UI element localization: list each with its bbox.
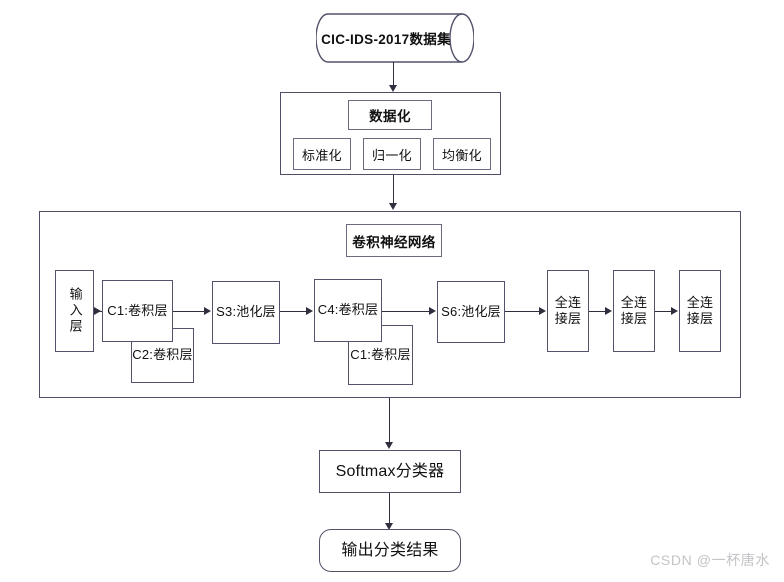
cnn-layer-c4-conv[interactable]: C4:卷积层 <box>314 279 382 342</box>
cnn-layer-c1-conv[interactable]: C1:卷积层 <box>102 280 173 342</box>
cnn-fc-layer-1-label: 全连 接层 <box>554 294 582 326</box>
connector-cnn-to-softmax <box>389 398 391 443</box>
connector-preprocess-to-cnn <box>393 175 395 204</box>
connector-fc1-to-fc2 <box>589 311 606 313</box>
cnn-fc-layer-3[interactable]: 全连 接层 <box>679 270 721 352</box>
cnn-fc-layer-1[interactable]: 全连 接层 <box>547 270 589 352</box>
connector-fc2-to-fc3 <box>655 311 672 313</box>
cnn-input-layer-label: 输入层 <box>67 287 83 335</box>
connector-s6-to-fc1 <box>505 311 540 313</box>
cnn-fc-layer-2[interactable]: 全连 接层 <box>613 270 655 352</box>
preprocess-step-normalize[interactable]: 归一化 <box>363 138 421 170</box>
dataset-cylinder[interactable]: CIC-IDS-2017数据集 <box>316 13 474 63</box>
csdn-watermark: CSDN @一杯唐水 <box>650 552 770 568</box>
output-result[interactable]: 输出分类结果 <box>319 529 461 572</box>
preprocess-step-standardize[interactable]: 标准化 <box>293 138 351 170</box>
cnn-fc-layer-3-label: 全连 接层 <box>686 294 714 326</box>
arrowhead-softmax-to-output <box>385 523 393 530</box>
connector-s3-to-c4 <box>280 311 307 313</box>
arrowhead-fc2-to-fc3 <box>671 307 678 315</box>
arrowhead-c1-to-s3 <box>204 307 211 315</box>
connector-input-to-c1 <box>94 311 103 313</box>
cnn-title: 卷积神经网络 <box>346 224 442 257</box>
arrowhead-s6-to-fc1 <box>539 307 546 315</box>
connector-c4-to-s6 <box>382 311 430 313</box>
arrowhead-fc1-to-fc2 <box>605 307 612 315</box>
softmax-classifier[interactable]: Softmax分类器 <box>319 450 461 493</box>
arrowhead-dataset-to-preprocess <box>389 85 397 92</box>
cylinder-shape <box>316 13 474 63</box>
preprocess-title: 数据化 <box>348 100 432 130</box>
connector-softmax-to-output <box>389 493 391 524</box>
arrowhead-s3-to-c4 <box>306 307 313 315</box>
dataset-label: CIC-IDS-2017数据集 <box>321 32 451 47</box>
preprocess-step-balance[interactable]: 均衡化 <box>433 138 491 170</box>
cnn-layer-s6-pool[interactable]: S6:池化层 <box>437 281 505 343</box>
arrowhead-cnn-to-softmax <box>385 442 393 449</box>
connector-dataset-to-preprocess <box>393 62 395 86</box>
arrowhead-c4-to-s6 <box>429 307 436 315</box>
cnn-layer-s3-pool[interactable]: S3:池化层 <box>212 281 280 344</box>
connector-c1-to-s3 <box>173 311 205 313</box>
cnn-fc-layer-2-label: 全连 接层 <box>620 294 648 326</box>
cnn-input-layer[interactable]: 输入层 <box>55 270 94 352</box>
arrowhead-preprocess-to-cnn <box>389 203 397 210</box>
